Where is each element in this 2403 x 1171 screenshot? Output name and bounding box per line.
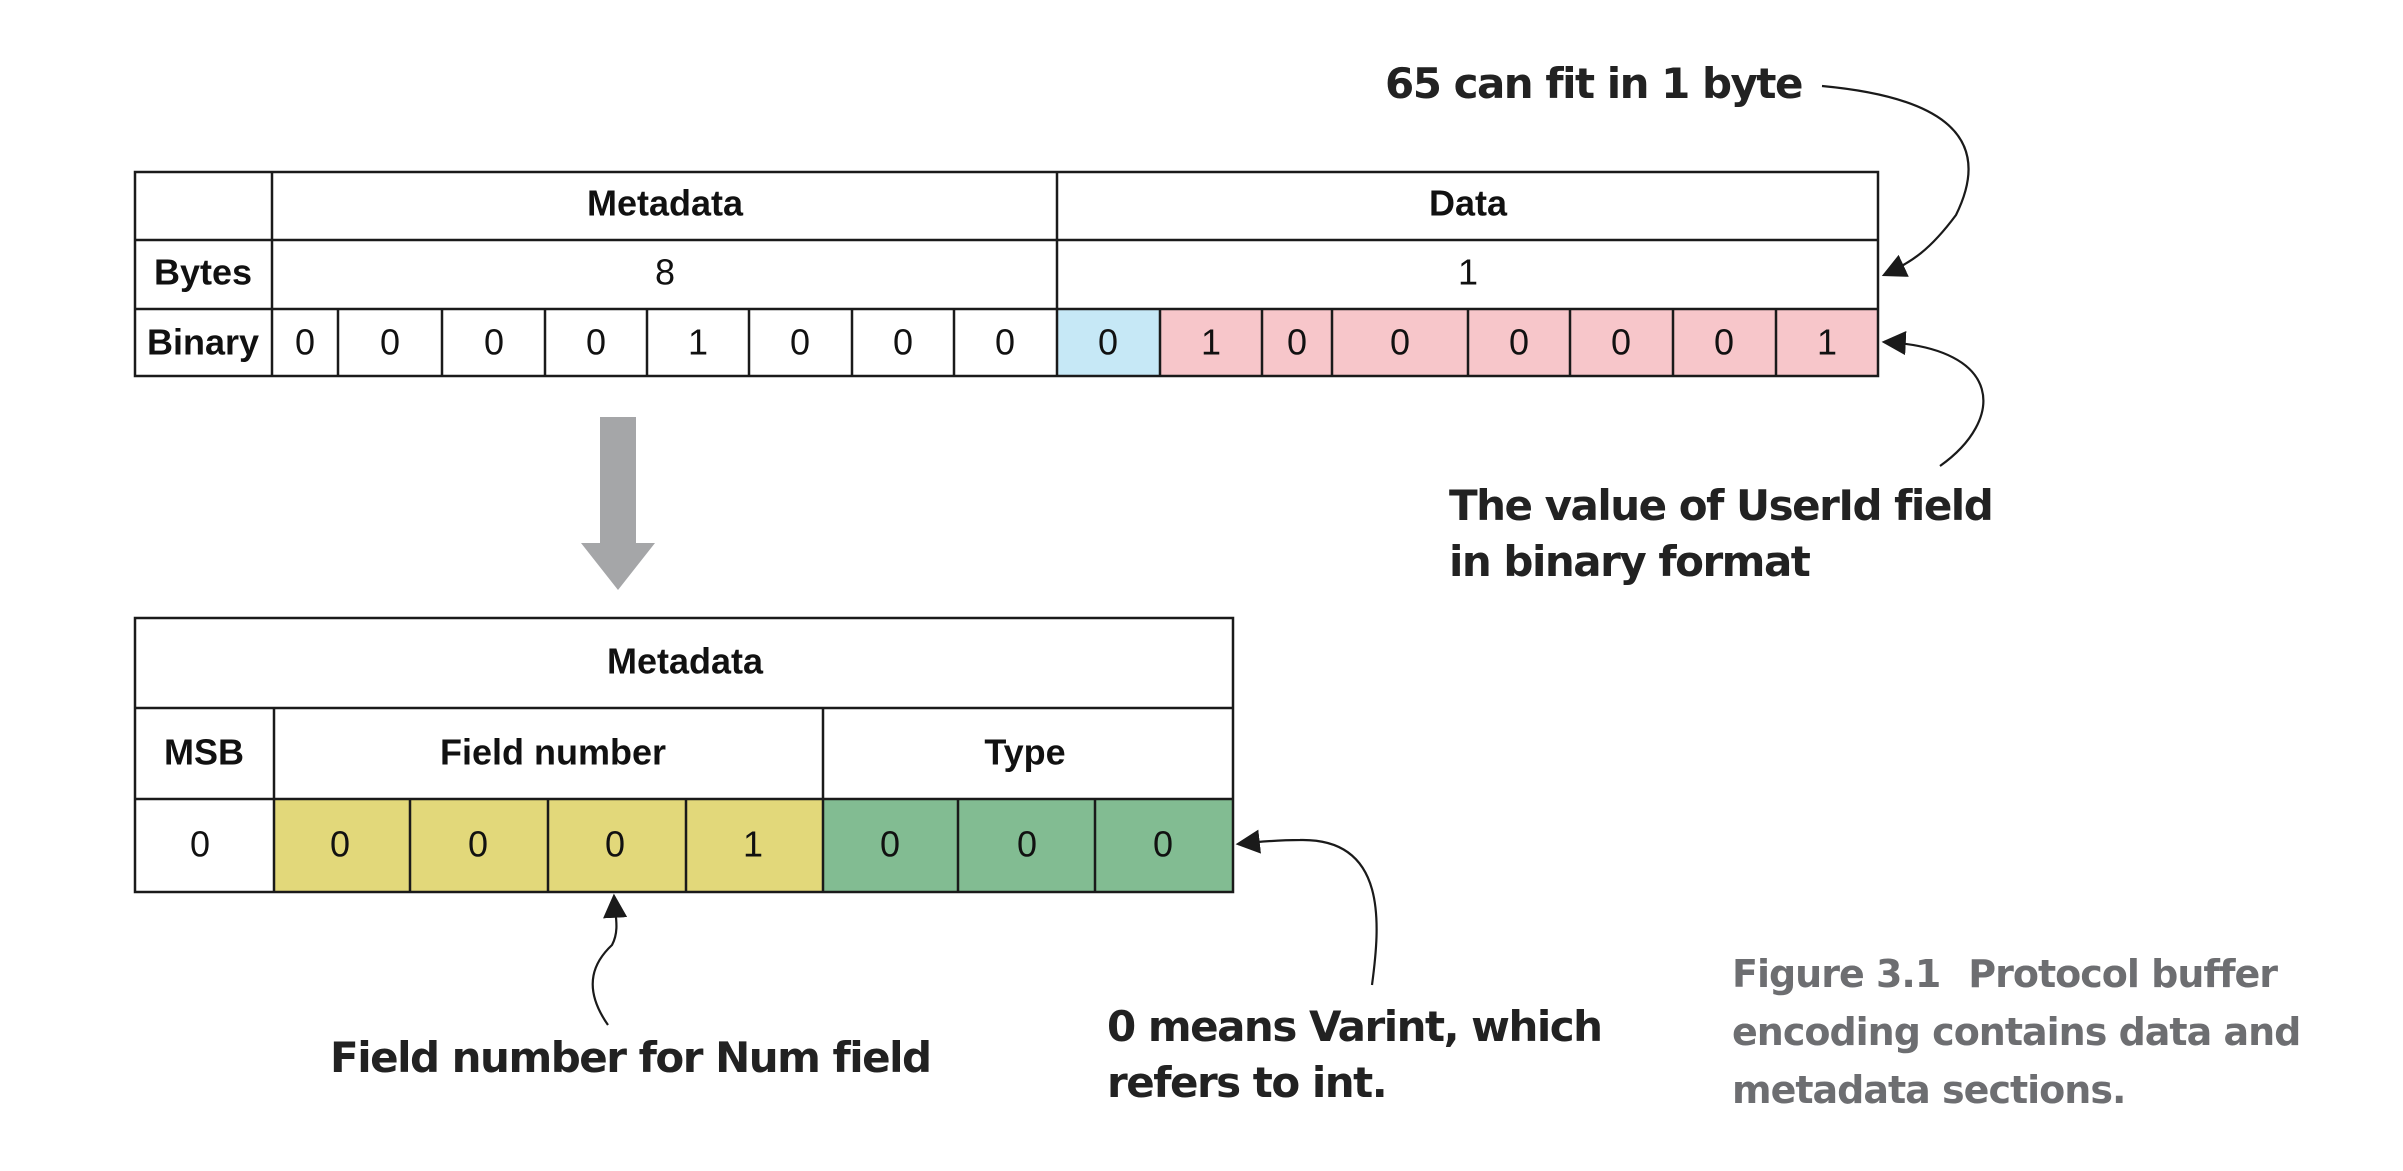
top-metadata-header: Metadata bbox=[587, 183, 744, 224]
type-bit: 0 bbox=[880, 824, 900, 865]
data-bit: 1 bbox=[1201, 322, 1221, 363]
bottom-metadata-title: Metadata bbox=[607, 641, 764, 682]
field-number-bit: 0 bbox=[605, 824, 625, 865]
field-number-header: Field number bbox=[440, 732, 666, 773]
varint-arrow bbox=[1235, 829, 1378, 986]
userid-value-annotation: The value of UserId field in binary form… bbox=[1449, 478, 1994, 590]
caption-line: encoding contains data and bbox=[1732, 1010, 2301, 1054]
varint-line: refers to int. bbox=[1107, 1058, 1388, 1107]
data-bit: 1 bbox=[1817, 322, 1837, 363]
metadata-bit: 0 bbox=[484, 322, 504, 363]
top-table-text: Metadata Data Bytes 8 1 Binary 0 0 0 0 1… bbox=[147, 183, 1837, 363]
metadata-bit: 0 bbox=[995, 322, 1015, 363]
type-header: Type bbox=[984, 732, 1065, 773]
field-number-bit: 1 bbox=[743, 824, 763, 865]
data-bytes-value: 1 bbox=[1458, 252, 1478, 293]
metadata-bit: 0 bbox=[790, 322, 810, 363]
top-data-header: Data bbox=[1429, 183, 1508, 224]
data-msb-bit-cell bbox=[1057, 309, 1160, 376]
data-msb-bit: 0 bbox=[1098, 322, 1118, 363]
metadata-bytes-value: 8 bbox=[655, 252, 675, 293]
varint-annotation: 0 means Varint, which refers to int. bbox=[1107, 999, 1603, 1111]
userid-value-line: The value of UserId field bbox=[1449, 481, 1994, 530]
metadata-bit: 0 bbox=[380, 322, 400, 363]
down-arrow bbox=[581, 417, 655, 590]
metadata-bit: 0 bbox=[586, 322, 606, 363]
field-number-annotation: Field number for Num field bbox=[330, 1033, 932, 1082]
bytes-row-label: Bytes bbox=[154, 252, 252, 293]
data-value-bits-cells bbox=[1160, 309, 1878, 376]
metadata-bit: 0 bbox=[295, 322, 315, 363]
msb-bit: 0 bbox=[190, 824, 210, 865]
byte-fit-arrow bbox=[1821, 84, 1970, 277]
type-bit: 0 bbox=[1153, 824, 1173, 865]
top-table-frame bbox=[133, 170, 1880, 378]
userid-value-line: in binary format bbox=[1449, 537, 1811, 586]
bottom-table-frame bbox=[133, 616, 1235, 894]
callout-arrows bbox=[591, 84, 1985, 1026]
byte-fit-annotation: 65 can fit in 1 byte bbox=[1385, 59, 1803, 108]
msb-header: MSB bbox=[164, 732, 244, 773]
varint-line: 0 means Varint, which bbox=[1107, 1002, 1603, 1051]
data-bit: 0 bbox=[1390, 322, 1410, 363]
binary-row-label: Binary bbox=[147, 322, 259, 363]
data-bit: 0 bbox=[1714, 322, 1734, 363]
figure-caption: Figure 3.1 Protocol buffer encoding conta… bbox=[1732, 945, 2301, 1119]
field-number-bit: 0 bbox=[330, 824, 350, 865]
metadata-bit: 0 bbox=[893, 322, 913, 363]
metadata-bit: 1 bbox=[688, 322, 708, 363]
type-cells bbox=[823, 799, 1233, 892]
caption-line: metadata sections. bbox=[1732, 1068, 2126, 1112]
bottom-table-text: Metadata MSB Field number Type 0 0 0 0 1… bbox=[164, 641, 1173, 865]
userid-value-arrow bbox=[1881, 331, 1985, 467]
data-bit: 0 bbox=[1287, 322, 1307, 363]
type-bit: 0 bbox=[1017, 824, 1037, 865]
data-bit: 0 bbox=[1509, 322, 1529, 363]
field-number-arrow bbox=[591, 893, 628, 1026]
top-table bbox=[133, 170, 1880, 378]
field-number-bit: 0 bbox=[468, 824, 488, 865]
bottom-table bbox=[133, 616, 1235, 894]
figure-label: Figure 3.1 bbox=[1732, 952, 1941, 996]
data-bit: 0 bbox=[1611, 322, 1631, 363]
caption-line: Protocol buffer bbox=[1968, 952, 2278, 996]
